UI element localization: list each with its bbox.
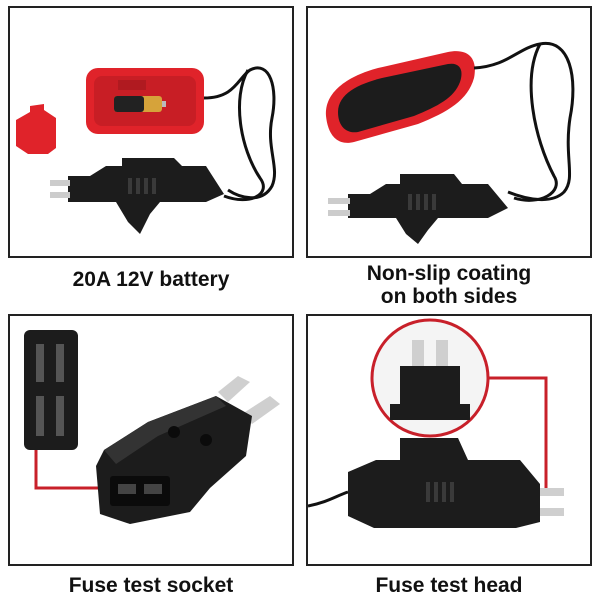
panel-coating [306, 6, 592, 258]
head-illustration [308, 318, 564, 528]
caption-head: Fuse test head [375, 574, 523, 597]
battery-cap [16, 104, 56, 154]
panel-head [306, 314, 592, 566]
socket-illustration [24, 330, 280, 524]
callout-line [488, 376, 548, 494]
callout-line [34, 450, 122, 490]
panel-socket [8, 314, 294, 566]
cable [308, 490, 349, 508]
cable [203, 66, 277, 200]
battery-box-illustration [16, 66, 277, 234]
panel-battery [8, 6, 294, 258]
fuse-tap [68, 158, 224, 234]
caption-battery: 20A 12V battery [72, 268, 230, 291]
caption-coating-line-1: Non-slip coating [366, 262, 532, 285]
non-slip-grip [338, 63, 462, 133]
socket-opening [110, 476, 170, 506]
caption-socket: Fuse test socket [68, 574, 234, 597]
socket-inset [24, 330, 78, 450]
caption-coating: Non-slip coating on both sides [306, 262, 592, 308]
cable [473, 41, 575, 201]
handle-illustration [325, 41, 575, 244]
caption-coating-line-2: on both sides [380, 285, 518, 308]
